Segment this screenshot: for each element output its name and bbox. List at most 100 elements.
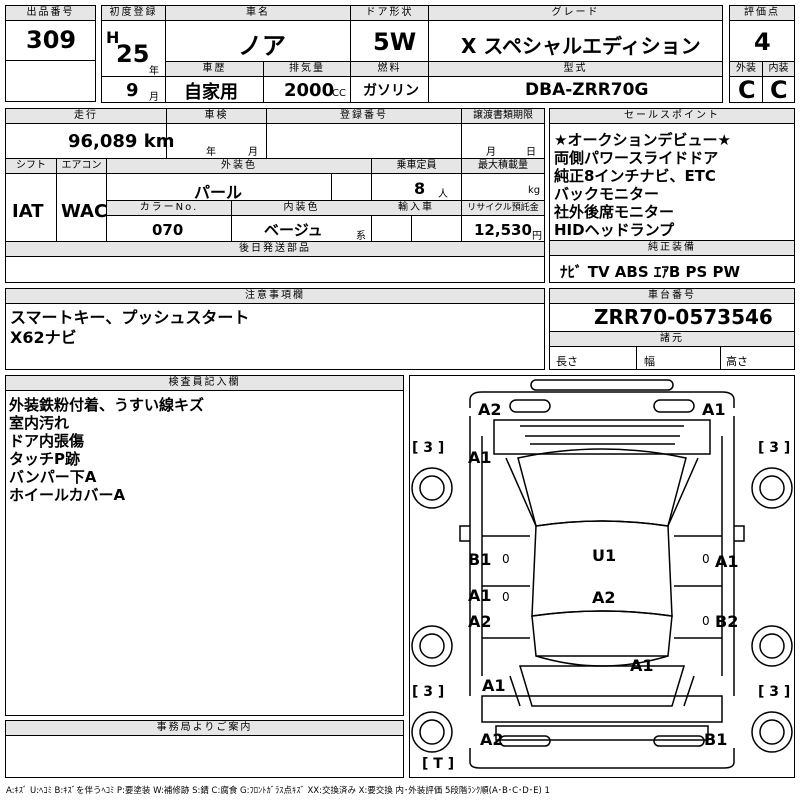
aircon: WAC xyxy=(61,201,108,222)
score-label: 評価点 xyxy=(730,6,794,21)
inspector-label: 検査員記入欄 xyxy=(6,376,403,391)
zero-mark: 0 xyxy=(502,590,510,604)
lot-no-box: 出品番号 309 xyxy=(5,5,96,61)
grade-label: グレード xyxy=(429,6,722,21)
mileage: 96,089 km xyxy=(68,131,175,152)
cautions-label: 注意事項欄 xyxy=(6,289,544,304)
sales-point: ★オークションデビュー★ xyxy=(554,131,731,149)
transfer-day-unit: 日 xyxy=(526,147,536,158)
sales-point: 純正8インチナビ、ETC xyxy=(554,167,716,185)
fuel-box: 燃料 ガソリン xyxy=(350,61,429,103)
transfer-label: 譲渡書類期限 xyxy=(461,109,544,124)
damage-rear-glass: A1 xyxy=(630,656,654,675)
spare-value: T xyxy=(433,756,443,772)
genuine-equipment: ﾅﾋﾞ TV ABS ｴｱB PS PW xyxy=(560,263,741,281)
interior-grade: C xyxy=(770,76,788,104)
reg-year: 25 xyxy=(116,40,150,68)
damage-roof: U1 xyxy=(592,546,617,565)
tire-rr-value: 3 xyxy=(769,684,780,700)
month-unit: 月 xyxy=(149,92,159,103)
door-type-label: ドア形状 xyxy=(351,6,428,21)
caution-item: X62ナビ xyxy=(10,328,77,347)
color-label: 外装色 xyxy=(106,159,371,174)
zero-mark: 0 xyxy=(702,614,710,628)
recycle: 12,530 xyxy=(474,221,532,239)
color-no: 070 xyxy=(152,221,184,239)
height-label: 高さ xyxy=(726,355,748,368)
genuine-label: 純正装備 xyxy=(550,241,794,256)
sales-point: バックモニター xyxy=(554,185,660,203)
tire-rl-value: 3 xyxy=(423,684,434,700)
tire-fr-value: 3 xyxy=(769,440,780,456)
score: 4 xyxy=(754,28,771,56)
first-reg-box: 初度登録 H 25 年 9 月 xyxy=(101,5,166,103)
shift: IAT xyxy=(12,201,44,222)
fuel: ガソリン xyxy=(363,83,419,99)
zero-mark: 0 xyxy=(702,552,710,566)
specs-label: 諸元 xyxy=(550,332,794,347)
office-label: 事務局よりご案内 xyxy=(6,721,403,736)
cc-unit: CC xyxy=(332,88,346,99)
mileage-label: 走行 xyxy=(6,109,166,124)
damage-rear-left-quarter: A1 xyxy=(482,676,506,695)
sales-points-box: セールスポイント ★オークションデビュー★ 両側パワースライドドア 純正8インチ… xyxy=(549,108,795,241)
car-name: ノア xyxy=(238,32,286,60)
model-code: DBA-ZRR70G xyxy=(525,80,649,100)
chassis-number: ZRR70-0573546 xyxy=(594,305,773,329)
ext-grade-box: 外装 C xyxy=(729,61,763,104)
inspector-note: タッチP跡 xyxy=(9,450,80,468)
damage-diagram: A2 A1 A1 B1 0 A1 0 A2 U1 A2 0 A1 0 B2 A1… xyxy=(409,375,795,778)
sales-points-label: セールスポイント xyxy=(550,109,794,124)
sales-point: HIDヘッドランプ xyxy=(554,221,675,239)
lot-no: 309 xyxy=(26,26,77,54)
spare-tire: [ T ] xyxy=(422,756,455,772)
inspector-note: ドア内張傷 xyxy=(9,432,85,450)
zero-mark: 0 xyxy=(502,552,510,566)
damage-hood-left: A1 xyxy=(468,448,492,467)
sales-point: 両側パワースライドドア xyxy=(554,149,719,167)
color: パール xyxy=(194,183,243,202)
damage-front-left: A2 xyxy=(478,400,502,419)
color-no-label: カラーNo. xyxy=(107,201,231,216)
history: 自家用 xyxy=(184,82,238,103)
score-box: 評価点 4 xyxy=(729,5,795,62)
width-label: 幅 xyxy=(644,355,655,368)
inspector-note: 外装鉄粉付着、うすい線キズ xyxy=(9,396,205,414)
exterior-grade: C xyxy=(738,76,756,104)
caution-item: スマートキー、プッシュスタート xyxy=(10,308,250,327)
int-grade-label: 内装 xyxy=(763,62,794,77)
office-box: 事務局よりご案内 xyxy=(5,720,404,778)
damage-right-door-front: A1 xyxy=(715,552,739,571)
history-label: 車歴 xyxy=(166,62,263,77)
damage-rear-right: B1 xyxy=(704,730,728,749)
max-load-label: 最大積載量 xyxy=(461,159,544,174)
length-label: 長さ xyxy=(556,355,578,368)
mid-block: 走行 車検 登録番号 譲渡書類期限 96,089 km 年 月 年 月 日 シフ… xyxy=(5,108,545,283)
era-mark: H xyxy=(106,28,120,47)
shift-label: シフト xyxy=(6,159,56,174)
import-label: 輸入車 xyxy=(371,201,461,216)
displacement: 2000 xyxy=(284,80,335,101)
tire-front-left: [ 3 ] xyxy=(412,440,445,456)
lot-no-label: 出品番号 xyxy=(6,6,95,21)
int-color-label: 内装色 xyxy=(231,201,371,216)
aircon-label: エアコン xyxy=(56,159,106,174)
car-outline xyxy=(411,379,793,769)
persons-unit: 人 xyxy=(438,189,448,200)
damage-left-door-rear: A1 xyxy=(468,586,492,605)
displacement-box: 排気量 2000 CC xyxy=(263,61,351,103)
first-reg-label: 初度登録 xyxy=(102,6,165,21)
genuine-box: 純正装備 ﾅﾋﾞ TV ABS ｴｱB PS PW xyxy=(549,240,795,283)
history-box: 車歴 自家用 xyxy=(165,61,264,103)
year-unit: 年 xyxy=(149,66,159,77)
damage-rear-left: A2 xyxy=(480,730,504,749)
chassis-box: 車台番号 ZRR70-0573546 諸元 長さ 幅 高さ xyxy=(549,288,795,370)
tire-fl-value: 3 xyxy=(423,440,434,456)
int-grade-box: 内装 C xyxy=(762,61,795,104)
kg-unit: kg xyxy=(528,185,541,196)
damage-front-right: A1 xyxy=(702,400,726,419)
door-type: 5W xyxy=(373,28,417,56)
fuel-label: 燃料 xyxy=(351,62,428,77)
inspector-note: 室内汚れ xyxy=(9,414,70,432)
capacity-label: 乗車定員 xyxy=(371,159,461,174)
